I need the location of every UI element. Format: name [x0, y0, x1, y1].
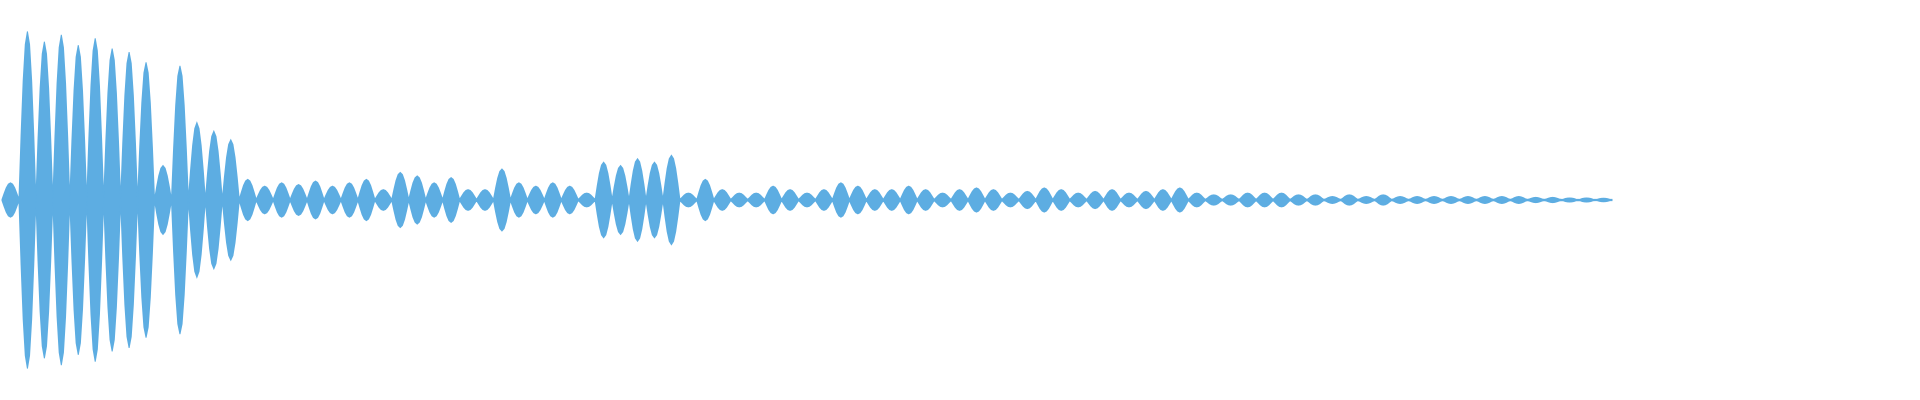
waveform-shape [1, 31, 1613, 369]
